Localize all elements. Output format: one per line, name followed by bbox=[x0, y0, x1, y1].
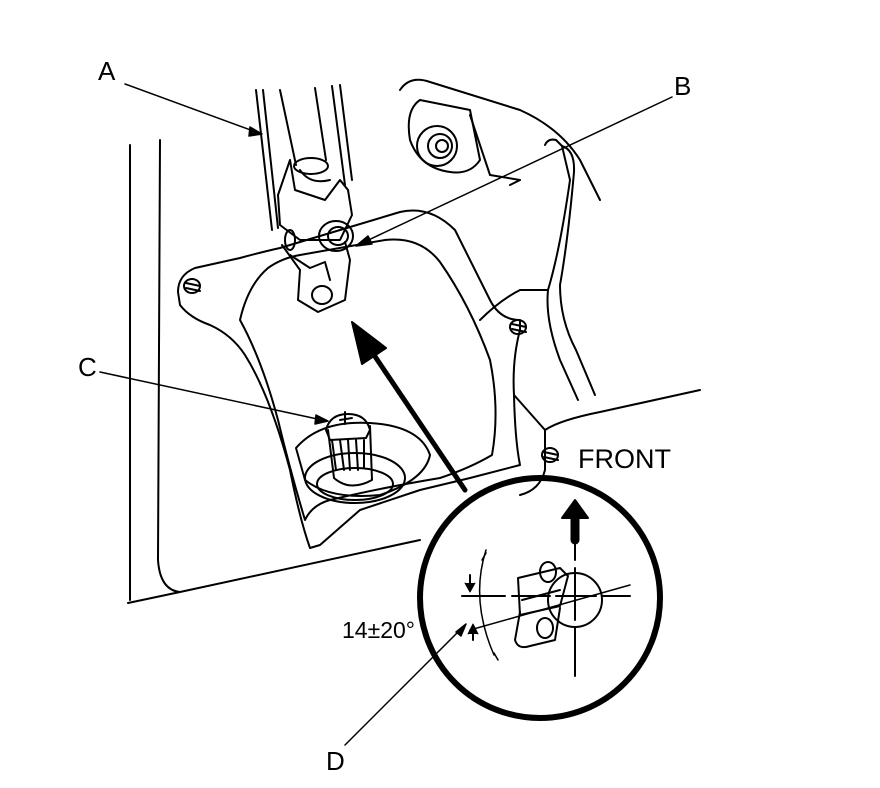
shaft-core-left bbox=[279, 89, 297, 166]
universal-joint bbox=[277, 159, 354, 313]
pinion-spline-top bbox=[325, 413, 371, 441]
bracket-nut-mid bbox=[427, 133, 453, 159]
ujoint-pinch-bolt bbox=[311, 285, 333, 305]
ujoint-clamp bbox=[289, 254, 331, 281]
front-arrow-head bbox=[561, 499, 589, 519]
mounting-studs bbox=[183, 278, 559, 463]
shaft-inner-right bbox=[331, 85, 346, 186]
detail-bolt-lower bbox=[536, 617, 554, 639]
front-direction-label: FRONT bbox=[578, 444, 671, 474]
upper-bracket-tab bbox=[509, 179, 521, 186]
detail-joint bbox=[514, 561, 603, 649]
install-arrow-head bbox=[351, 321, 387, 365]
right-panel-lower bbox=[519, 429, 546, 496]
detail-circle bbox=[417, 475, 663, 721]
shaft-outer-right bbox=[339, 84, 353, 181]
rotation-arc bbox=[478, 549, 495, 656]
stud-left bbox=[183, 278, 201, 294]
floor-right-edge bbox=[544, 389, 701, 431]
pinion-flat bbox=[339, 411, 353, 425]
ujoint-bolt-head bbox=[318, 220, 354, 252]
ujoint-bolt-inner bbox=[327, 226, 349, 246]
install-arrow-shaft bbox=[369, 349, 468, 493]
body-panel-outline bbox=[127, 139, 701, 604]
pipe-left-edge bbox=[544, 138, 579, 401]
detail-bolt-upper bbox=[539, 561, 557, 583]
boot-inner-ring bbox=[316, 467, 394, 501]
leader-a bbox=[124, 83, 257, 133]
ujoint-yoke-upper bbox=[277, 159, 353, 241]
pinion-splines bbox=[331, 439, 365, 471]
boot-outer-ring bbox=[304, 452, 406, 504]
callout-b-label: B bbox=[674, 71, 691, 101]
detail-clamp-slot bbox=[521, 589, 561, 601]
shaft-collar bbox=[293, 157, 329, 175]
bracket-nut-outer bbox=[416, 125, 458, 167]
ujoint-yoke-line bbox=[299, 169, 331, 183]
bracket-nut-inner bbox=[435, 139, 449, 153]
detail-view bbox=[417, 475, 663, 721]
leader-b bbox=[359, 96, 673, 245]
callout-a-label: A bbox=[98, 56, 116, 86]
leader-d-tip bbox=[455, 623, 467, 637]
leader-b-tip bbox=[355, 235, 373, 247]
upper-bracket-top bbox=[399, 78, 601, 201]
callout-c-label: C bbox=[78, 352, 97, 382]
detail-clamp-upper bbox=[517, 567, 569, 616]
angle-dim-lower-head bbox=[467, 623, 479, 635]
right-panel-diag bbox=[513, 394, 546, 431]
ujoint-cross-cap bbox=[284, 229, 296, 251]
pinion-shaft bbox=[304, 411, 406, 504]
leader-c-tip bbox=[314, 414, 329, 425]
rotation-arc-ticks bbox=[481, 552, 499, 661]
install-direction-arrow bbox=[351, 321, 468, 493]
floor-edge-line bbox=[127, 539, 421, 604]
panel-inner-contour bbox=[239, 238, 497, 521]
leader-c bbox=[99, 371, 323, 421]
pinion-body bbox=[327, 425, 373, 487]
stud-right-lower bbox=[541, 447, 559, 463]
front-arrow bbox=[561, 499, 589, 545]
shaft-core-right bbox=[314, 87, 327, 161]
stud-right-upper bbox=[509, 319, 527, 335]
panel-outer-contour bbox=[177, 209, 521, 549]
right-panel-edge bbox=[479, 289, 549, 321]
left-pillar-inner bbox=[157, 139, 181, 593]
upper-structures bbox=[399, 78, 601, 496]
leader-lines bbox=[99, 83, 673, 746]
detail-clamp-lower bbox=[514, 607, 561, 649]
leader-a-tip bbox=[248, 126, 263, 137]
angle-dim-upper-head bbox=[464, 582, 476, 593]
boot-recess-rim bbox=[295, 421, 431, 497]
steering-column-shaft bbox=[255, 84, 353, 231]
ujoint-yoke-lower bbox=[281, 241, 351, 313]
firewall-panel bbox=[177, 209, 521, 549]
shaft-outer-left bbox=[255, 89, 273, 231]
angle-spec-label: 14±20° bbox=[342, 617, 415, 643]
shaft-inner-left bbox=[262, 89, 279, 229]
detail-shaft-circle bbox=[547, 572, 603, 628]
pipe-right-edge bbox=[559, 145, 596, 396]
leader-d bbox=[344, 627, 463, 746]
callout-d-label: D bbox=[326, 746, 345, 776]
upper-bracket-rib bbox=[469, 114, 521, 181]
